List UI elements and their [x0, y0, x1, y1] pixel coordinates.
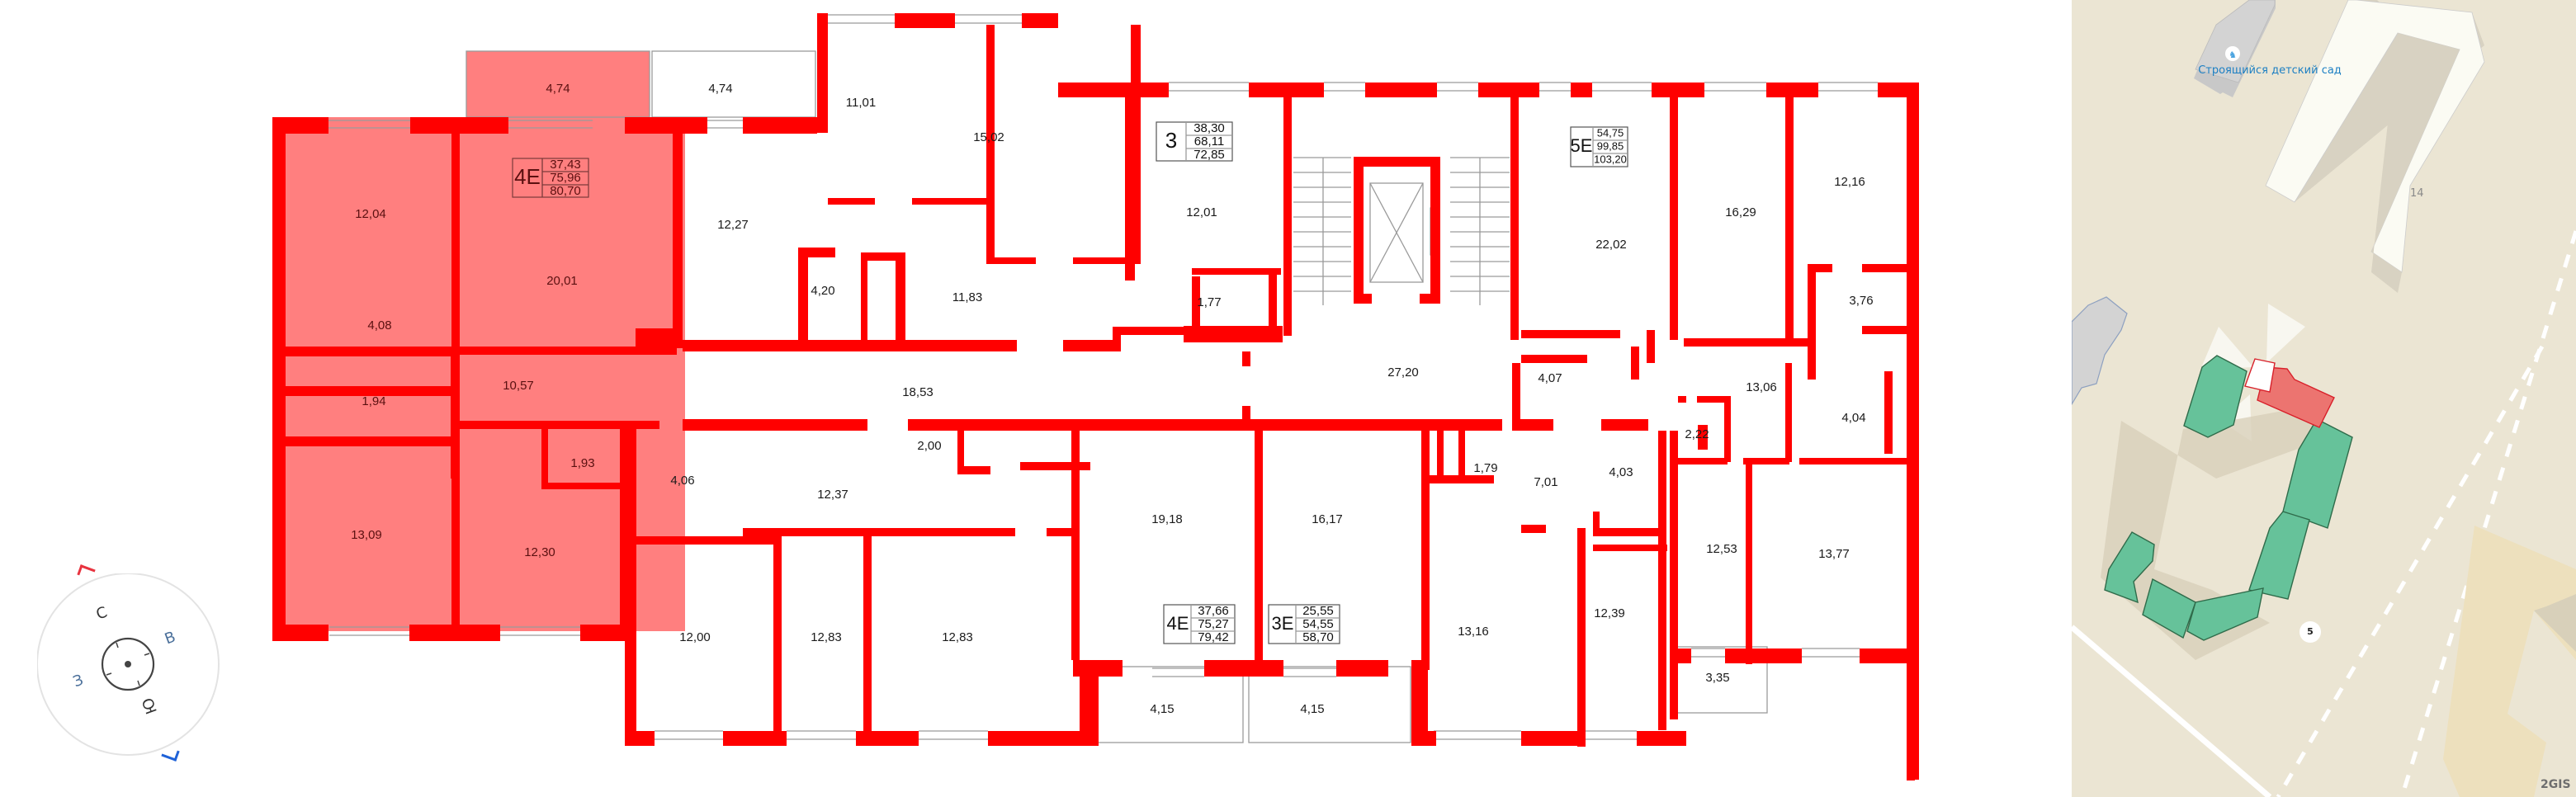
room-area-label[interactable]: 4,74 — [546, 82, 570, 96]
room-area-label[interactable]: 2,00 — [917, 439, 941, 453]
total-with-balcony: 72,85 — [1193, 148, 1225, 162]
building-bottom-right — [2443, 526, 2576, 797]
room-area-label[interactable]: 12,16 — [1834, 175, 1865, 189]
balconies-and-windows — [328, 14, 1878, 743]
compass-ring — [37, 573, 220, 756]
total-with-balcony: 103,20 — [1594, 153, 1627, 165]
selected-section[interactable] — [2244, 358, 2335, 428]
apartment-type: 3E — [1272, 613, 1294, 634]
house-number-5-marker[interactable]: 5 — [2299, 621, 2321, 643]
living-area: 37,43 — [550, 158, 581, 172]
room-area-label[interactable]: 12,53 — [1706, 542, 1737, 556]
room-area-label[interactable]: 12,00 — [679, 630, 711, 644]
total-area: 75,27 — [1198, 617, 1229, 631]
apartment-type: 4E — [514, 164, 541, 189]
room-area-label[interactable]: 1,93 — [570, 456, 594, 470]
room-area-label[interactable]: 4,15 — [1300, 702, 1324, 716]
rocking-horse-icon: ♞ — [2229, 50, 2237, 60]
apartment-badge-4E-left[interactable]: 4E 37,43 75,96 80,70 — [512, 158, 589, 198]
room-area-label[interactable]: 4,74 — [708, 82, 732, 96]
room-area-label[interactable]: 1,79 — [1473, 461, 1497, 475]
room-area-label[interactable]: 12,30 — [524, 545, 555, 559]
apartment-type: 4E — [1167, 613, 1189, 634]
room-area-label[interactable]: 20,01 — [546, 274, 578, 288]
kindergarten-building[interactable]: ♞ — [2194, 0, 2276, 97]
building-grey — [2072, 296, 2128, 406]
staircase — [1293, 157, 1510, 305]
total-with-balcony: 80,70 — [550, 184, 581, 198]
total-with-balcony: 79,42 — [1198, 630, 1229, 644]
total-area: 68,11 — [1194, 134, 1224, 149]
house-number-14: 14 — [2410, 187, 2424, 200]
room-area-label[interactable]: 13,09 — [351, 528, 382, 542]
room-area-label[interactable]: 1,94 — [362, 394, 385, 408]
room-area-label[interactable]: 11,83 — [952, 290, 982, 304]
total-area: 99,85 — [1597, 139, 1624, 152]
room-area-label[interactable]: 12,01 — [1186, 205, 1217, 219]
apartment-badge-3[interactable]: 3 38,30 68,11 72,85 — [1156, 121, 1233, 162]
room-area-label[interactable]: 12,37 — [817, 488, 848, 502]
room-area-label[interactable]: 13,77 — [1818, 547, 1850, 561]
selected-apartment-fill — [272, 51, 685, 631]
residential-complex[interactable] — [2104, 355, 2353, 641]
walls — [272, 13, 1919, 780]
floor-plan-viewer[interactable]: 4E 37,43 75,96 80,70 3 38,30 68,11 72,85… — [0, 0, 2072, 797]
location-map[interactable]: ♞ — [2072, 0, 2576, 797]
room-area-label[interactable]: 15,02 — [973, 130, 1004, 144]
floor-plan: 4E 37,43 75,96 80,70 3 38,30 68,11 72,85… — [272, 13, 1919, 780]
total-with-balcony: 58,70 — [1302, 630, 1334, 644]
room-area-label[interactable]: 3,76 — [1849, 294, 1873, 308]
room-area-label[interactable]: 16,17 — [1312, 512, 1343, 526]
room-area-label[interactable]: 4,06 — [670, 474, 694, 488]
room-area-label[interactable]: 1,77 — [1197, 295, 1221, 309]
room-area-label[interactable]: 4,07 — [1538, 371, 1562, 385]
apartment-type: 5E — [1571, 135, 1593, 156]
map-canvas: ♞ — [2072, 0, 2576, 797]
living-area: 54,75 — [1597, 126, 1624, 139]
road — [2072, 625, 2272, 797]
room-area-label[interactable]: 7,01 — [1534, 475, 1557, 489]
kindergarten-label[interactable]: Строящийся детский сад — [2198, 64, 2342, 77]
elevator-shaft — [1369, 182, 1437, 283]
apartment-type: 3 — [1165, 128, 1177, 153]
room-area-label[interactable]: 13,06 — [1746, 380, 1777, 394]
room-area-labels: 4,74 12,04 20,01 4,08 10,57 1,94 1,93 13,09 12,3… — [351, 82, 1873, 716]
room-area-label[interactable]: 19,18 — [1151, 512, 1183, 526]
room-area-label[interactable]: 2,22 — [1685, 427, 1709, 441]
room-area-label[interactable]: 13,16 — [1458, 625, 1489, 639]
living-area: 25,55 — [1302, 604, 1334, 618]
room-area-label[interactable]: 4,20 — [811, 284, 834, 298]
total-area: 54,55 — [1302, 617, 1334, 631]
living-area: 38,30 — [1193, 121, 1225, 135]
apartment-badge-3E[interactable]: 3E 25,55 54,55 58,70 — [1268, 604, 1340, 644]
room-area-label[interactable]: 3,35 — [1705, 671, 1729, 685]
room-area-label[interactable]: 18,53 — [902, 385, 934, 399]
room-area-label[interactable]: 4,03 — [1609, 465, 1633, 479]
room-area-label[interactable]: 27,20 — [1387, 365, 1419, 380]
room-area-label[interactable]: 10,57 — [503, 379, 534, 393]
compass-widget[interactable]: С В Ю З — [37, 564, 222, 762]
room-area-label[interactable]: 4,15 — [1150, 702, 1174, 716]
room-area-label[interactable]: 12,04 — [355, 207, 386, 221]
room-area-label[interactable]: 12,27 — [717, 218, 749, 232]
total-area: 75,96 — [550, 171, 581, 185]
room-area-label[interactable]: 16,29 — [1725, 205, 1756, 219]
living-area: 37,66 — [1198, 604, 1229, 618]
apartment-badge-4E-center[interactable]: 4E 37,66 75,27 79,42 — [1163, 604, 1236, 644]
apartment-badge-5E[interactable]: 5E 54,75 99,85 103,20 — [1570, 126, 1628, 167]
room-area-label[interactable]: 12,83 — [811, 630, 842, 644]
room-area-label[interactable]: 11,01 — [846, 96, 876, 110]
room-area-label[interactable]: 12,39 — [1594, 606, 1625, 620]
room-area-label[interactable]: 12,83 — [942, 630, 973, 644]
2gis-logo[interactable]: 2GIS — [2541, 778, 2571, 791]
room-area-label[interactable]: 22,02 — [1595, 238, 1627, 252]
road-markings — [2276, 230, 2576, 797]
building-14[interactable] — [2265, 0, 2485, 293]
room-area-label[interactable]: 4,08 — [367, 318, 391, 332]
room-area-label[interactable]: 4,04 — [1841, 411, 1865, 425]
